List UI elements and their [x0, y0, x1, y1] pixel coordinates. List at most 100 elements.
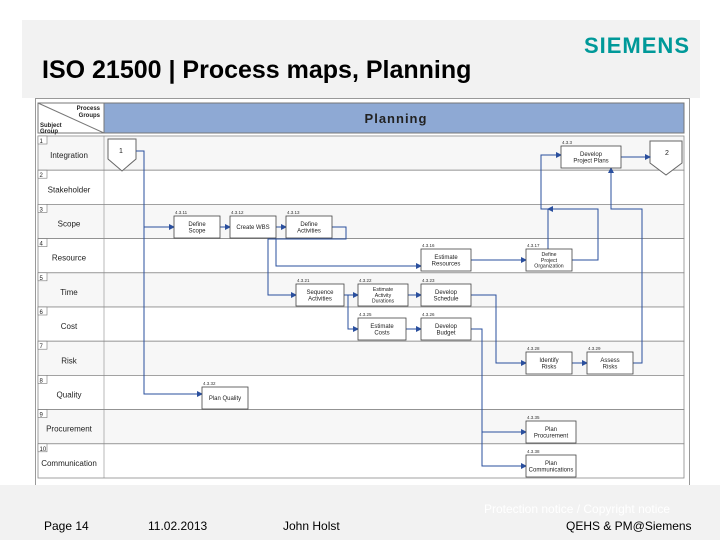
lane-number-box	[37, 272, 48, 282]
corner-process-groups: Groups	[79, 113, 101, 119]
process-name: Develop	[435, 324, 458, 330]
process-box	[525, 248, 573, 272]
process-name: Resources	[432, 261, 461, 267]
process-id: 4.3.35	[527, 415, 540, 420]
process-name: Create WBS	[236, 225, 269, 231]
process-id: 4.3.12	[231, 210, 244, 215]
process-name: Assess	[600, 358, 619, 364]
process-name: Project Plans	[573, 158, 608, 164]
process-id: 4.3.22	[359, 278, 372, 283]
lane-number: 8	[40, 378, 44, 384]
lane-number: 4	[40, 242, 44, 248]
lane-scope	[37, 204, 685, 240]
lane-number: 1	[40, 139, 44, 145]
lane-number-box	[37, 204, 48, 213]
process-name: Risks	[542, 364, 557, 370]
lane-stakeholder	[37, 169, 685, 205]
process-id: 4.3.16	[422, 243, 435, 248]
lane-resource	[37, 238, 685, 274]
lane-label: Scope	[58, 220, 81, 229]
process-box	[420, 248, 472, 272]
lane-label: Stakeholder	[48, 185, 91, 194]
process-name: Sequence	[306, 290, 334, 296]
process-name: Estimate	[373, 287, 393, 293]
process-name: Organization	[534, 264, 564, 270]
process-name: Schedule	[433, 296, 459, 302]
process-box	[285, 215, 333, 239]
lane-number: 2	[40, 173, 44, 179]
footer-bar	[0, 485, 720, 540]
process-name: Risks	[603, 364, 618, 370]
flow-arrow	[547, 206, 599, 261]
flow-arrow	[136, 150, 203, 397]
process-box	[357, 317, 407, 341]
connector-start	[107, 138, 137, 172]
process-box	[525, 351, 573, 375]
lane-number-box	[37, 169, 48, 179]
lane-number-box	[37, 135, 48, 145]
connector-start-label: 1	[119, 148, 123, 155]
process-id: 4.3.23	[422, 278, 435, 283]
lane-quality	[37, 374, 685, 410]
process-name: Estimate	[434, 255, 458, 261]
flow-arrow	[471, 328, 527, 435]
process-box	[420, 283, 472, 307]
process-box	[560, 145, 622, 169]
lane-number-box	[37, 306, 48, 316]
process-box	[420, 317, 472, 341]
flow-arrow	[275, 239, 422, 269]
process-name: Activities	[297, 228, 321, 234]
footer-author: John Holst	[283, 519, 340, 533]
flow-arrow	[471, 294, 527, 366]
lane-label: Procurement	[46, 425, 93, 434]
lane-label: Integration	[50, 151, 88, 160]
corner-process-groups: Process	[77, 106, 101, 112]
process-name: Estimate	[370, 324, 394, 330]
process-name: Durations	[372, 299, 395, 305]
lane-number: 7	[40, 344, 44, 350]
process-id: 4.3.28	[527, 346, 540, 351]
lane-number-box	[37, 409, 48, 418]
lane-procurement	[37, 409, 685, 445]
page-number: Page 14	[44, 519, 89, 533]
process-name: Communications	[529, 467, 574, 473]
process-id: 4.3.3	[562, 140, 573, 145]
process-name: Develop	[435, 290, 458, 296]
flow-arrow	[608, 167, 643, 364]
process-id: 4.3.17	[527, 243, 540, 248]
process-box	[357, 283, 409, 307]
process-name: Define	[300, 222, 318, 228]
process-name: Costs	[374, 330, 389, 336]
process-box	[525, 420, 577, 444]
title-bar	[22, 20, 700, 98]
process-id: 4.3.26	[422, 312, 435, 317]
corner-subject-group: Group	[40, 129, 58, 135]
process-name: Activity	[375, 293, 392, 299]
siemens-logo: SIEMENS	[583, 33, 690, 58]
lane-label: Time	[60, 288, 78, 297]
lane-risk	[37, 340, 685, 376]
lane-number: 3	[40, 207, 44, 213]
lane-label: Resource	[52, 254, 87, 263]
process-name: Plan	[545, 427, 557, 433]
process-name: Project	[541, 258, 558, 264]
corner-diagonal	[37, 102, 105, 134]
process-box	[295, 283, 345, 307]
process-id: 4.3.25	[359, 312, 372, 317]
lane-number: 9	[40, 413, 44, 419]
process-id: 4.3.13	[287, 210, 300, 215]
footer-department: QEHS & PM@Siemens	[566, 519, 692, 533]
lane-number-box	[37, 340, 48, 350]
lane-label: Quality	[57, 391, 82, 400]
lane-label: Cost	[61, 322, 78, 331]
process-name: Plan Quality	[209, 396, 241, 402]
flow-arrow	[344, 294, 359, 332]
process-box	[229, 215, 277, 239]
process-id: 4.3.38	[527, 449, 540, 454]
process-map-svg: PlanningProcessGroupsSubjectGroup1Integr…	[37, 102, 685, 479]
lane-communication	[37, 443, 685, 479]
process-id: 4.3.11	[175, 210, 188, 215]
lane-number-box	[37, 375, 48, 384]
process-box	[525, 454, 577, 478]
